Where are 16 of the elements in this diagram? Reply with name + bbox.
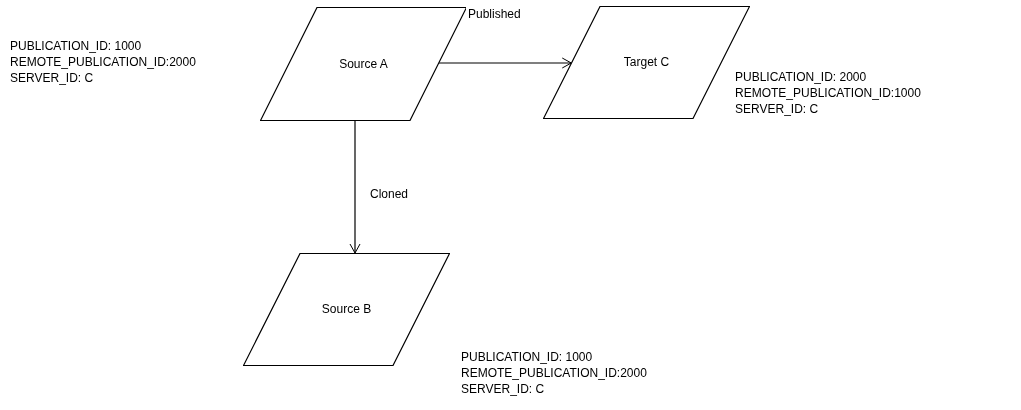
property-text: PUBLICATION_ID: 1000 xyxy=(10,38,143,54)
arrow xyxy=(438,57,572,69)
node-label: Source A xyxy=(338,55,389,73)
property-text: SERVER_ID: C xyxy=(735,101,820,117)
property-text: SERVER_ID: C xyxy=(10,70,95,86)
parallelogram-box xyxy=(243,253,450,366)
parallelogram-box xyxy=(260,7,467,121)
property-text: SERVER_ID: C xyxy=(461,381,546,397)
property-text: REMOTE_PUBLICATION_ID:2000 xyxy=(10,54,196,70)
property-text: REMOTE_PUBLICATION_ID:2000 xyxy=(461,365,647,381)
property-text: PUBLICATION_ID: 2000 xyxy=(735,69,868,85)
node-label: Source B xyxy=(320,301,373,318)
node-label: Target C xyxy=(622,54,671,71)
property-text: PUBLICATION_ID: 1000 xyxy=(461,349,594,365)
property-text: REMOTE_PUBLICATION_ID:1000 xyxy=(735,85,921,101)
arrow xyxy=(349,120,361,254)
